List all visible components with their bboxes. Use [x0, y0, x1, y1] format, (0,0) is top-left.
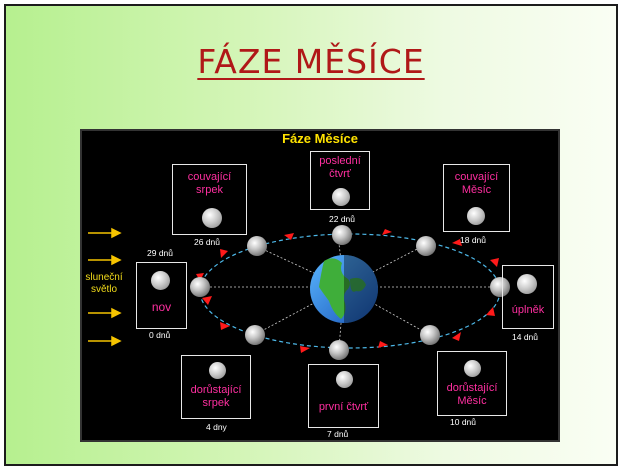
slide-title: FÁZE MĚSÍCE: [197, 42, 425, 81]
moon-icon: [209, 362, 226, 379]
moon-icon: [467, 207, 485, 225]
phase-box-full-moon: úplněk: [502, 265, 554, 329]
phase-box-waxing-gibbous: dorůstající Měsíc: [437, 351, 507, 416]
phase-box-new-moon: nov: [136, 262, 187, 329]
day-full-moon: 14 dnů: [512, 332, 538, 342]
phase-label-line1: couvající: [187, 171, 232, 183]
sunlight-label-line1: sluneční: [85, 272, 123, 283]
phase-label-waxing-gibbous: dorůstající Měsíc: [438, 382, 506, 408]
phase-label-line2: čtvrť: [329, 168, 351, 180]
phase-label-waxing-crescent: dorůstající srpek: [182, 384, 250, 410]
phase-label-line1: couvající: [454, 171, 499, 183]
phase-label-line1: dorůstající: [190, 384, 242, 396]
orbit-arrows: [196, 229, 499, 353]
phase-box-first-quarter: první čtvrť: [308, 364, 379, 428]
moon-icon: [202, 208, 222, 228]
moon-icon: [517, 274, 537, 294]
phase-label-waning-crescent: couvající srpek: [173, 171, 246, 197]
moon-icon: [464, 360, 481, 377]
sunlight-label-line2: světlo: [90, 284, 118, 295]
day-waxing-gibbous: 10 dnů: [450, 417, 476, 427]
day-first-quarter: 7 dnů: [327, 429, 349, 439]
phase-box-waxing-crescent: dorůstající srpek: [181, 355, 251, 419]
phase-box-waning-gibbous: couvající Měsíc: [443, 164, 510, 232]
phase-label-line1: dorůstající: [446, 382, 498, 394]
phase-label-first-quarter: první čtvrť: [318, 401, 369, 413]
phase-label-line2: Měsíc: [461, 184, 492, 196]
slide: FÁZE MĚSÍCE: [4, 4, 618, 466]
moon-icon: [332, 188, 350, 206]
phase-label-line1: poslední: [319, 155, 361, 167]
diagram-title: Fáze Měsíce: [282, 131, 358, 146]
day-waxing-crescent: 4 dny: [206, 422, 227, 432]
sunlight-label: sluneční světlo: [82, 272, 126, 296]
phase-label-line2: Měsíc: [457, 395, 487, 407]
sunlight-arrows: [88, 227, 122, 347]
phase-box-last-quarter: poslední čtvrť: [310, 151, 370, 210]
phase-label-full-moon: úplněk: [511, 304, 545, 316]
day-new-moon-bottom: 0 dnů: [149, 330, 171, 340]
day-new-moon-top: 29 dnů: [147, 248, 173, 258]
moon-phases-diagram: Fáze Měsíce sluneční světlo couvající sr…: [80, 129, 560, 442]
orbit-graphic: [88, 225, 510, 360]
earth: [310, 255, 378, 323]
moon-icon: [336, 371, 353, 388]
moon-icon: [151, 271, 170, 290]
phase-label-last-quarter: poslední čtvrť: [311, 155, 369, 181]
day-waning-crescent: 26 dnů: [194, 237, 220, 247]
phase-label-line2: srpek: [202, 397, 230, 409]
orbit-moons: [190, 225, 510, 360]
phase-label-waning-gibbous: couvající Měsíc: [444, 171, 509, 197]
day-waning-gibbous: 18 dnů: [460, 235, 486, 245]
phase-box-waning-crescent: couvající srpek: [172, 164, 247, 235]
day-last-quarter: 22 dnů: [329, 214, 355, 224]
phase-label-line2: srpek: [196, 184, 223, 196]
phase-label-new-moon: nov: [151, 300, 172, 314]
